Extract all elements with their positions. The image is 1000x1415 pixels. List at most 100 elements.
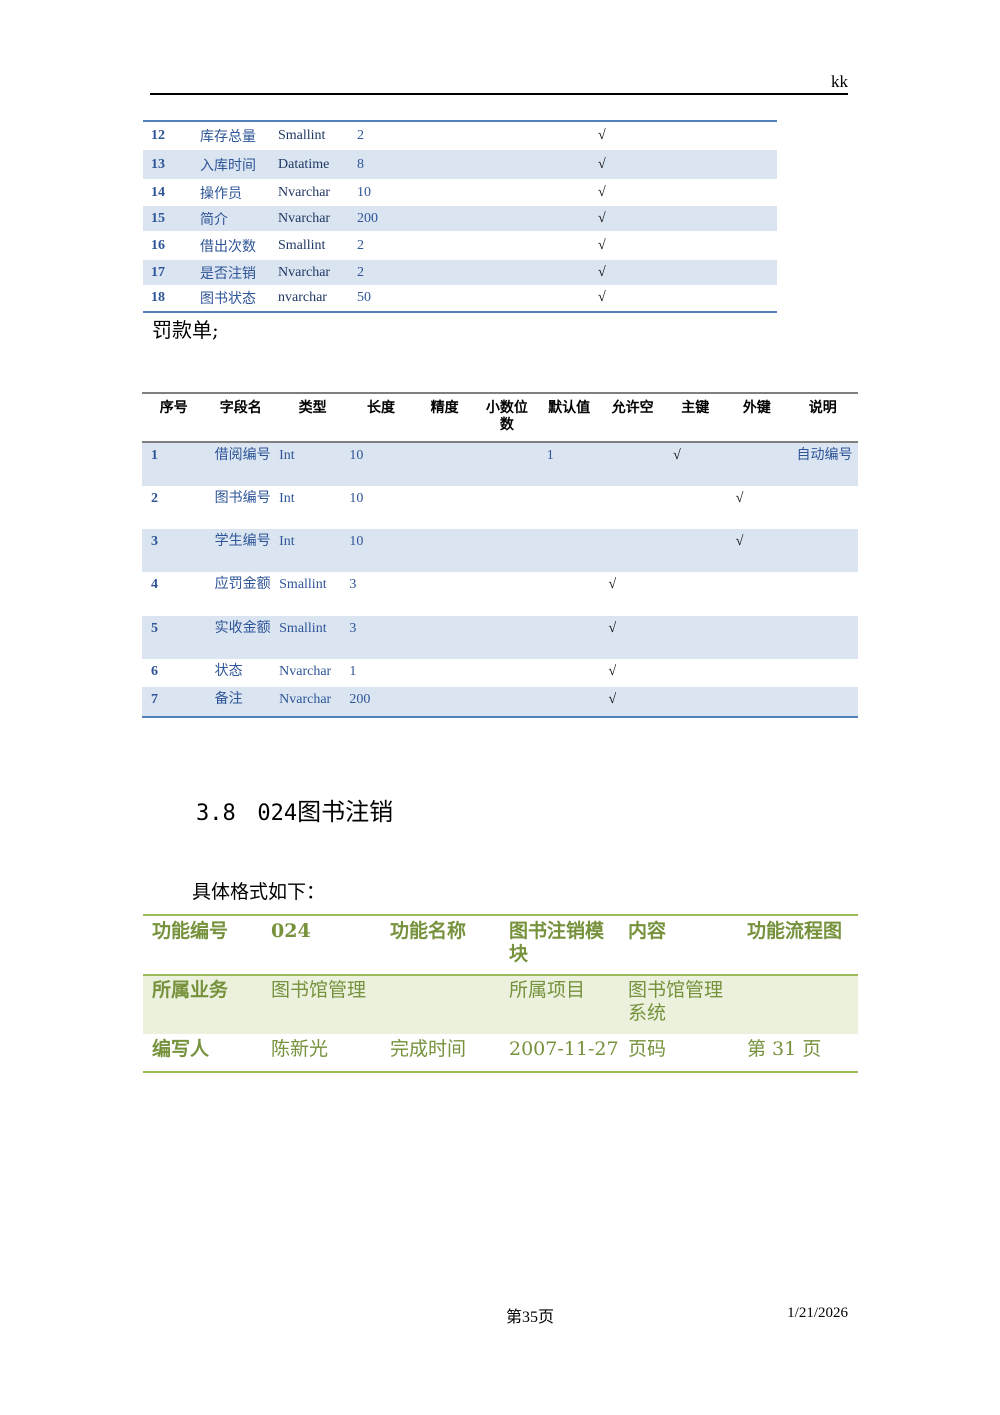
table-row: 1 借阅编号 Int 10 1 √ 自动编号	[142, 443, 858, 486]
header-rule	[150, 93, 848, 95]
table-row: 14 操作员 Nvarchar 10 √	[143, 179, 777, 206]
section-title: 图书注销	[297, 798, 394, 826]
penalty-table-title: 罚款单;	[152, 318, 219, 342]
foreign-key-check	[726, 659, 788, 687]
field-name: 应罚金额	[214, 577, 271, 592]
field-precision	[413, 443, 476, 486]
field-name: 入库时间	[200, 158, 256, 174]
field-name: 备注	[214, 692, 243, 707]
foreign-key-check	[726, 687, 788, 716]
column-header: 类型	[298, 400, 327, 416]
column-header: 小数位数	[485, 400, 528, 433]
nullable-check: √	[598, 184, 606, 200]
cell-label: 功能编号	[152, 920, 229, 942]
field-type: Nvarchar	[279, 664, 332, 679]
cell-value: 024	[271, 920, 311, 942]
field-type: Datatime	[278, 156, 330, 172]
table-row: 5 实收金额 Smallint 3 √	[142, 616, 858, 659]
field-type: nvarchar	[278, 290, 327, 305]
cell-label: 完成时间	[390, 1038, 467, 1060]
field-description	[788, 486, 858, 529]
field-length: 10	[357, 184, 371, 200]
field-precision	[413, 687, 476, 716]
primary-key-check	[664, 616, 726, 659]
cell-label: 编写人	[152, 1038, 210, 1060]
row-number: 3	[151, 534, 158, 549]
field-description	[788, 572, 858, 616]
table-row: 4 应罚金额 Smallint 3 √	[142, 572, 858, 616]
penalty-fields-table: 序号 字段名 类型 长度 精度 小数位数 默认值 允许空 主键 外键 说明 1 …	[142, 392, 858, 718]
table-row: 所属业务 图书馆管理 所属项目 图书馆管理系统	[143, 976, 858, 1034]
column-header: 序号	[159, 400, 188, 416]
row-number: 2	[151, 491, 158, 506]
field-length: 2	[357, 264, 364, 280]
primary-key-check	[664, 659, 726, 687]
nullable-check: √	[598, 210, 606, 226]
field-type: Int	[279, 448, 295, 463]
field-name: 学生编号	[214, 534, 271, 549]
field-length: 10	[349, 491, 364, 506]
field-length: 50	[357, 290, 371, 305]
field-length: 1	[349, 664, 357, 679]
field-decimals	[476, 616, 537, 659]
field-type: Smallint	[279, 621, 327, 636]
field-precision	[413, 486, 476, 529]
nullable-check: √	[598, 264, 606, 280]
foreign-key-check	[726, 572, 788, 616]
table-row: 7 备注 Nvarchar 200 √	[142, 687, 858, 716]
field-default	[537, 572, 601, 616]
column-header: 说明	[808, 400, 837, 416]
field-name: 借阅编号	[214, 448, 271, 463]
field-decimals	[476, 529, 537, 572]
primary-key-check	[664, 486, 726, 529]
field-default	[537, 616, 601, 659]
field-type: Nvarchar	[278, 264, 331, 280]
cell-label: 页码	[628, 1038, 667, 1060]
nullable-check: √	[598, 156, 606, 172]
primary-key-check: √	[673, 448, 681, 463]
cell-value	[738, 976, 857, 1034]
footer-page-number: 第35页	[506, 1309, 555, 1326]
section-heading: 3.8 024图书注销	[196, 792, 393, 827]
field-length: 200	[349, 692, 371, 707]
column-header: 精度	[430, 400, 459, 416]
field-name: 实收金额	[214, 621, 271, 636]
field-length: 10	[349, 534, 364, 549]
foreign-key-check: √	[735, 534, 744, 549]
cell-value: 第 31 页	[747, 1038, 822, 1060]
table-row: 12 库存总量 Smallint 2 √	[143, 122, 777, 150]
table-row: 15 简介 Nvarchar 200 √	[143, 206, 777, 231]
row-number: 5	[151, 621, 158, 636]
nullable-check	[600, 529, 664, 572]
row-number: 1	[151, 448, 158, 463]
table-header: 序号 字段名 类型 长度 精度 小数位数 默认值 允许空 主键 外键 说明	[142, 394, 858, 443]
row-number: 12	[151, 128, 165, 143]
row-number: 13	[151, 156, 165, 172]
field-name: 图书状态	[200, 292, 256, 307]
field-name: 图书编号	[214, 491, 271, 506]
foreign-key-check: √	[735, 491, 744, 506]
field-decimals	[476, 572, 537, 616]
function-info-table: 功能编号 024 功能名称 图书注销模块 内容 功能流程图 所属业务 图书馆管理…	[143, 914, 858, 1073]
column-header: 默认值	[548, 400, 591, 416]
field-default	[537, 687, 601, 716]
table-row: 编写人 陈新光 完成时间 2007-11-27 页码 第 31 页	[143, 1034, 858, 1071]
field-type: Smallint	[278, 128, 326, 143]
field-precision	[413, 572, 476, 616]
field-precision	[413, 529, 476, 572]
field-decimals	[476, 443, 537, 486]
field-length: 2	[357, 237, 364, 253]
table-row: 13 入库时间 Datatime 8 √	[143, 150, 777, 179]
intro-text: 具体格式如下：	[192, 881, 326, 903]
table-row: 3 学生编号 Int 10 √	[142, 529, 858, 572]
row-number: 16	[151, 237, 165, 253]
field-name: 库存总量	[200, 130, 256, 145]
cell-label: 所属业务	[152, 979, 229, 1001]
field-length: 200	[357, 210, 378, 226]
field-default: 1	[546, 448, 554, 463]
nullable-check: √	[598, 290, 606, 305]
field-type: Smallint	[279, 577, 327, 592]
field-decimals	[476, 687, 537, 716]
cell-label: 内容	[628, 920, 667, 942]
field-type: Int	[279, 491, 295, 506]
